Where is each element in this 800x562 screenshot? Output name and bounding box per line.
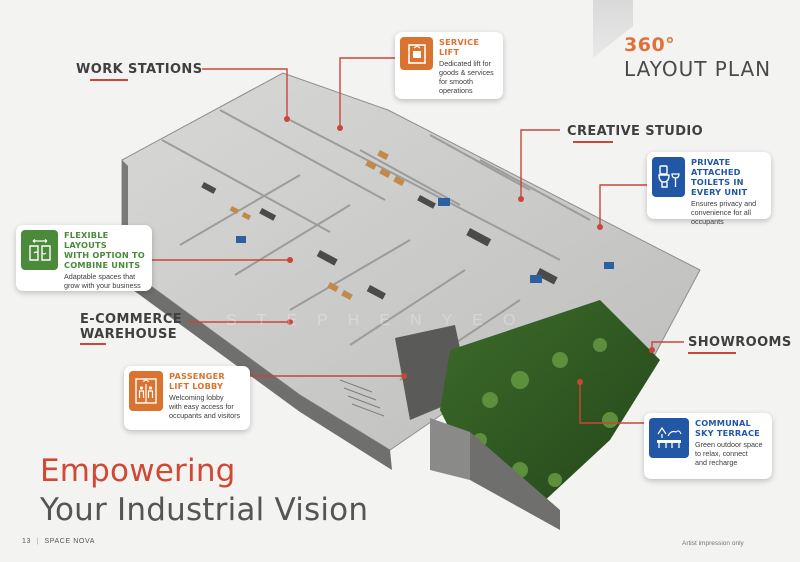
label-underline bbox=[80, 343, 106, 345]
passenger-lift-icon bbox=[129, 371, 163, 411]
page-number: 13 bbox=[22, 538, 31, 545]
plan-title: 360° LAYOUT PLAN bbox=[624, 34, 771, 81]
label-underline bbox=[573, 141, 613, 143]
plan-heading: LAYOUT PLAN bbox=[624, 57, 772, 81]
footer-note: Artist impression only bbox=[682, 540, 744, 547]
terrace-icon bbox=[649, 418, 689, 458]
headline-line2: Your Industrial Vision bbox=[40, 492, 369, 528]
label-underline bbox=[90, 79, 128, 81]
floorplan-icon bbox=[21, 230, 58, 270]
label-showrooms: SHOWROOMS bbox=[688, 335, 792, 354]
page-footer: 13 | SPACE NOVA bbox=[22, 538, 95, 545]
label-creative-studio: CREATIVE STUDIO bbox=[567, 124, 703, 143]
label-work-stations: WORK STATIONS bbox=[76, 62, 202, 81]
callout-passenger-lift: PASSENGER LIFT LOBBY Welcoming lobby wit… bbox=[124, 366, 250, 430]
footer-separator: | bbox=[36, 538, 39, 545]
headline-line1: Empowering bbox=[40, 453, 236, 489]
callout-sky-terrace: COMMUNAL SKY TERRACE Green outdoor space… bbox=[644, 413, 772, 479]
toilet-icon bbox=[652, 157, 685, 197]
callout-private-toilets: PRIVATE ATTACHED TOILETS IN EVERY UNIT E… bbox=[647, 152, 771, 226]
label-ecommerce-warehouse: E-COMMERCE WAREHOUSE bbox=[80, 312, 182, 345]
headline: Empowering Your Industrial Vision bbox=[40, 452, 368, 530]
watermark: STEPHENYEO bbox=[226, 312, 536, 329]
callout-service-lift: SERVICE LIFT Dedicated lift for goods & … bbox=[395, 32, 503, 99]
plan-degree: 360° bbox=[624, 34, 676, 56]
callout-flexible-layouts: FLEXIBLE LAYOUTS WITH OPTION TO COMBINE … bbox=[16, 225, 152, 291]
footer-brand: SPACE NOVA bbox=[44, 538, 95, 545]
service-lift-icon bbox=[400, 37, 433, 70]
label-underline bbox=[688, 352, 736, 354]
